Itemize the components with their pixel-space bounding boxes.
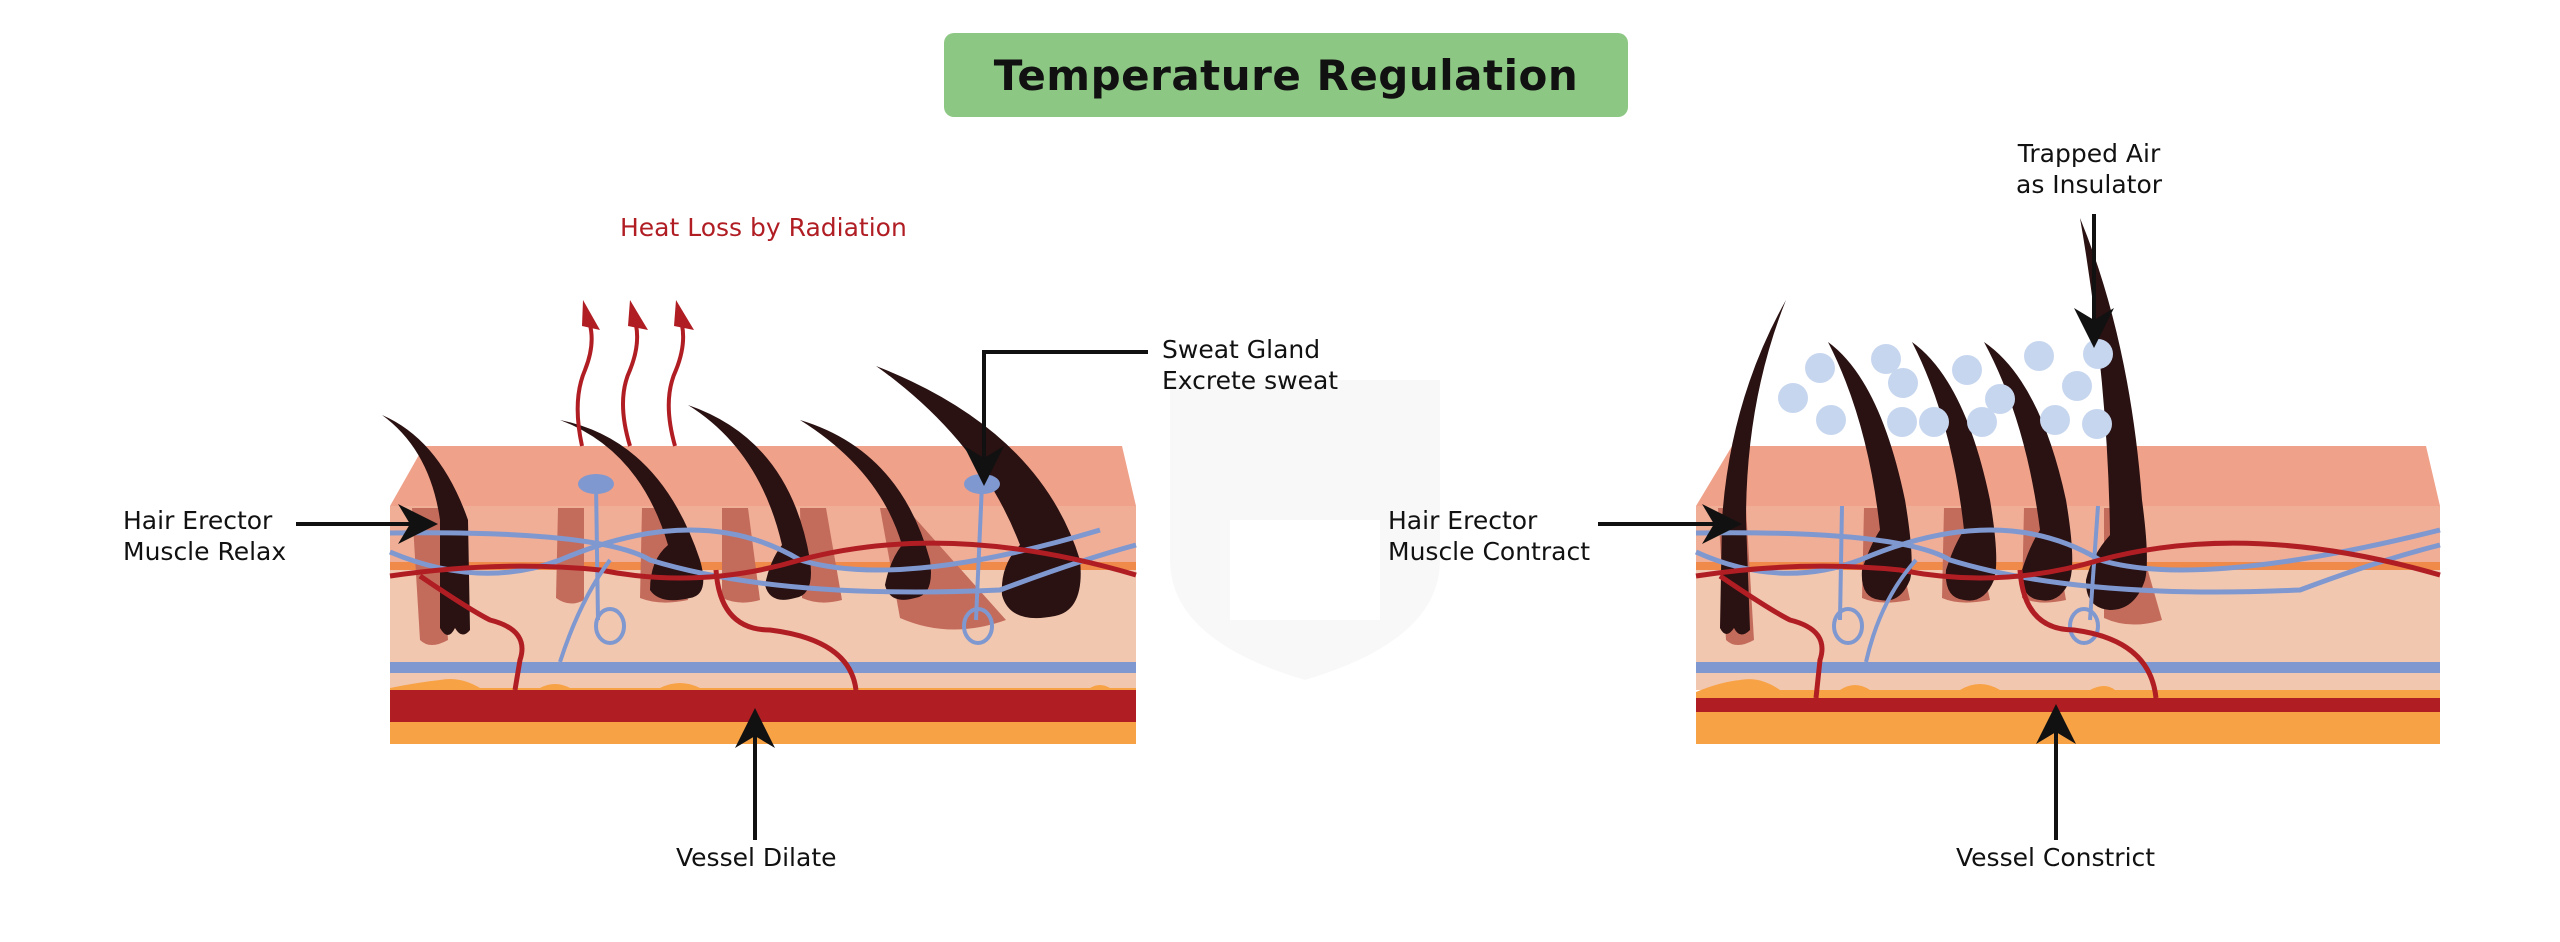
air-bubble-icon — [1967, 407, 1997, 437]
air-bubble-icon — [1985, 384, 2015, 414]
watermark-shield-icon — [1170, 380, 1440, 680]
muscle-relax-label-line-2: Muscle Relax — [123, 537, 287, 566]
air-bubble-icon — [1871, 344, 1901, 374]
wavy-up-arrow-icon — [575, 300, 600, 447]
muscle-relax-label: Hair Erector Muscle Relax — [123, 505, 286, 567]
muscle-relax-label-line-1: Hair Erector — [123, 506, 273, 535]
air-bubble-icon — [2082, 409, 2112, 439]
epidermis-top-surface — [1696, 446, 2440, 506]
vein-bar — [390, 662, 1136, 673]
heat-radiation-arrows — [575, 300, 694, 447]
vessel-dilate-label: Vessel Dilate — [676, 843, 837, 872]
skin-section-hot — [296, 300, 1148, 840]
heat-loss-label: Heat Loss by Radiation — [620, 213, 907, 242]
sweat-gland-pointer — [964, 350, 1148, 486]
muscle-contract-label-line-1: Hair Erector — [1388, 506, 1538, 535]
air-bubble-icon — [1887, 407, 1917, 437]
muscle-contract-label-line-2: Muscle Contract — [1388, 537, 1591, 566]
fat-wave — [1696, 679, 2440, 698]
blood-vessel-dilated — [390, 690, 1136, 722]
trapped-air-label-line-1: Trapped Air — [2017, 139, 2161, 168]
trapped-air-label-line-2: as Insulator — [2016, 170, 2163, 199]
air-bubble-icon — [1805, 353, 1835, 383]
blood-vessel-constricted — [1696, 698, 2440, 712]
skin-section-cold — [1598, 214, 2441, 840]
air-bubble-icon — [1778, 383, 1808, 413]
air-bubble-icon — [1816, 405, 1846, 435]
fat-layer — [1696, 712, 2440, 744]
muscle-contract-label: Hair Erector Muscle Contract — [1388, 505, 1590, 567]
sweat-gland-label-line-2: Excrete sweat — [1162, 366, 1339, 395]
fat-layer — [390, 722, 1136, 744]
trapped-air-bubbles — [1778, 339, 2113, 439]
wavy-up-arrow-icon — [666, 300, 694, 447]
air-bubble-icon — [1952, 355, 1982, 385]
fat-wave — [390, 679, 1136, 690]
air-bubble-icon — [1888, 368, 1918, 398]
title-banner: Temperature Regulation — [944, 33, 1628, 117]
air-bubble-icon — [2024, 341, 2054, 371]
air-bubble-icon — [2062, 371, 2092, 401]
blood-vessel-network — [1694, 527, 2441, 699]
vessel-constrict-label: Vessel Constrict — [1956, 843, 2156, 872]
sweat-gland-label: Sweat Gland Excrete sweat — [1162, 334, 1338, 396]
air-bubble-icon — [1919, 407, 1949, 437]
basal-layer — [390, 562, 1136, 570]
vein-bar — [1696, 662, 2440, 673]
wavy-up-arrow-icon — [621, 300, 648, 447]
page-title: Temperature Regulation — [993, 50, 1579, 100]
trapped-air-label: Trapped Air as Insulator — [2016, 138, 2162, 200]
air-bubble-icon — [2040, 405, 2070, 435]
sweat-gland-label-line-1: Sweat Gland — [1162, 335, 1321, 364]
blood-vessel-network — [389, 527, 1137, 691]
air-bubble-icon — [2083, 339, 2113, 369]
